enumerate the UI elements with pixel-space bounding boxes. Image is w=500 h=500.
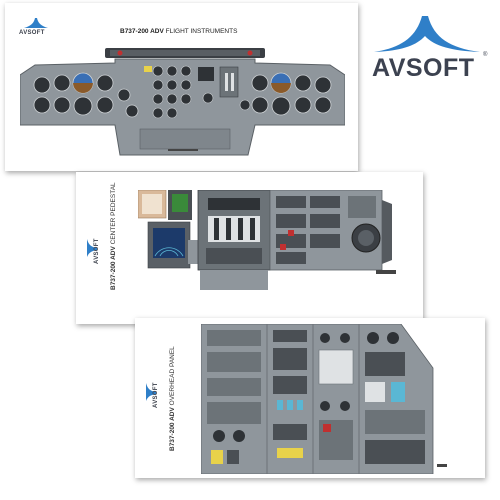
poster-logo: AVSOFT bbox=[19, 30, 45, 36]
overhead-panel-illustration bbox=[201, 324, 447, 474]
poster-flight-instruments: AVSOFT B737-200 ADV FLIGHT INSTRUMENTS bbox=[5, 3, 358, 171]
poster-title: B737-200 ADV OVERHEAD PANEL bbox=[169, 346, 176, 451]
poster-overhead-panel: AVSOFT B737-200 ADV OVERHEAD PANEL bbox=[135, 318, 485, 478]
poster-panel: FLIGHT INSTRUMENTS bbox=[165, 28, 238, 35]
registered-mark: ® bbox=[483, 52, 488, 58]
poster-model: B737-200 ADV bbox=[169, 407, 176, 451]
poster-model: B737-200 ADV bbox=[120, 28, 164, 35]
avsoft-small-logo-icon bbox=[24, 18, 48, 28]
poster-logo: AVSOFT bbox=[94, 238, 100, 264]
poster-center-pedestal: AVSOFT B737-200 ADV CENTER PEDESTAL bbox=[76, 172, 423, 324]
avsoft-small-logo-icon bbox=[146, 383, 156, 401]
poster-logo: AVSOFT bbox=[153, 382, 159, 408]
flight-instruments-panel-illustration bbox=[20, 48, 345, 156]
avsoft-wing-logo-icon bbox=[374, 16, 480, 52]
poster-panel: CENTER PEDESTAL bbox=[110, 182, 117, 245]
avsoft-small-logo-icon bbox=[87, 239, 97, 257]
center-pedestal-panel-illustration bbox=[138, 190, 396, 290]
poster-title: B737-200 ADV CENTER PEDESTAL bbox=[110, 182, 117, 290]
poster-title: B737-200 ADV FLIGHT INSTRUMENTS bbox=[120, 28, 237, 35]
poster-model: B737-200 ADV bbox=[110, 246, 117, 290]
brand-wordmark: AVSOFT bbox=[372, 54, 475, 82]
poster-panel: OVERHEAD PANEL bbox=[169, 346, 176, 406]
